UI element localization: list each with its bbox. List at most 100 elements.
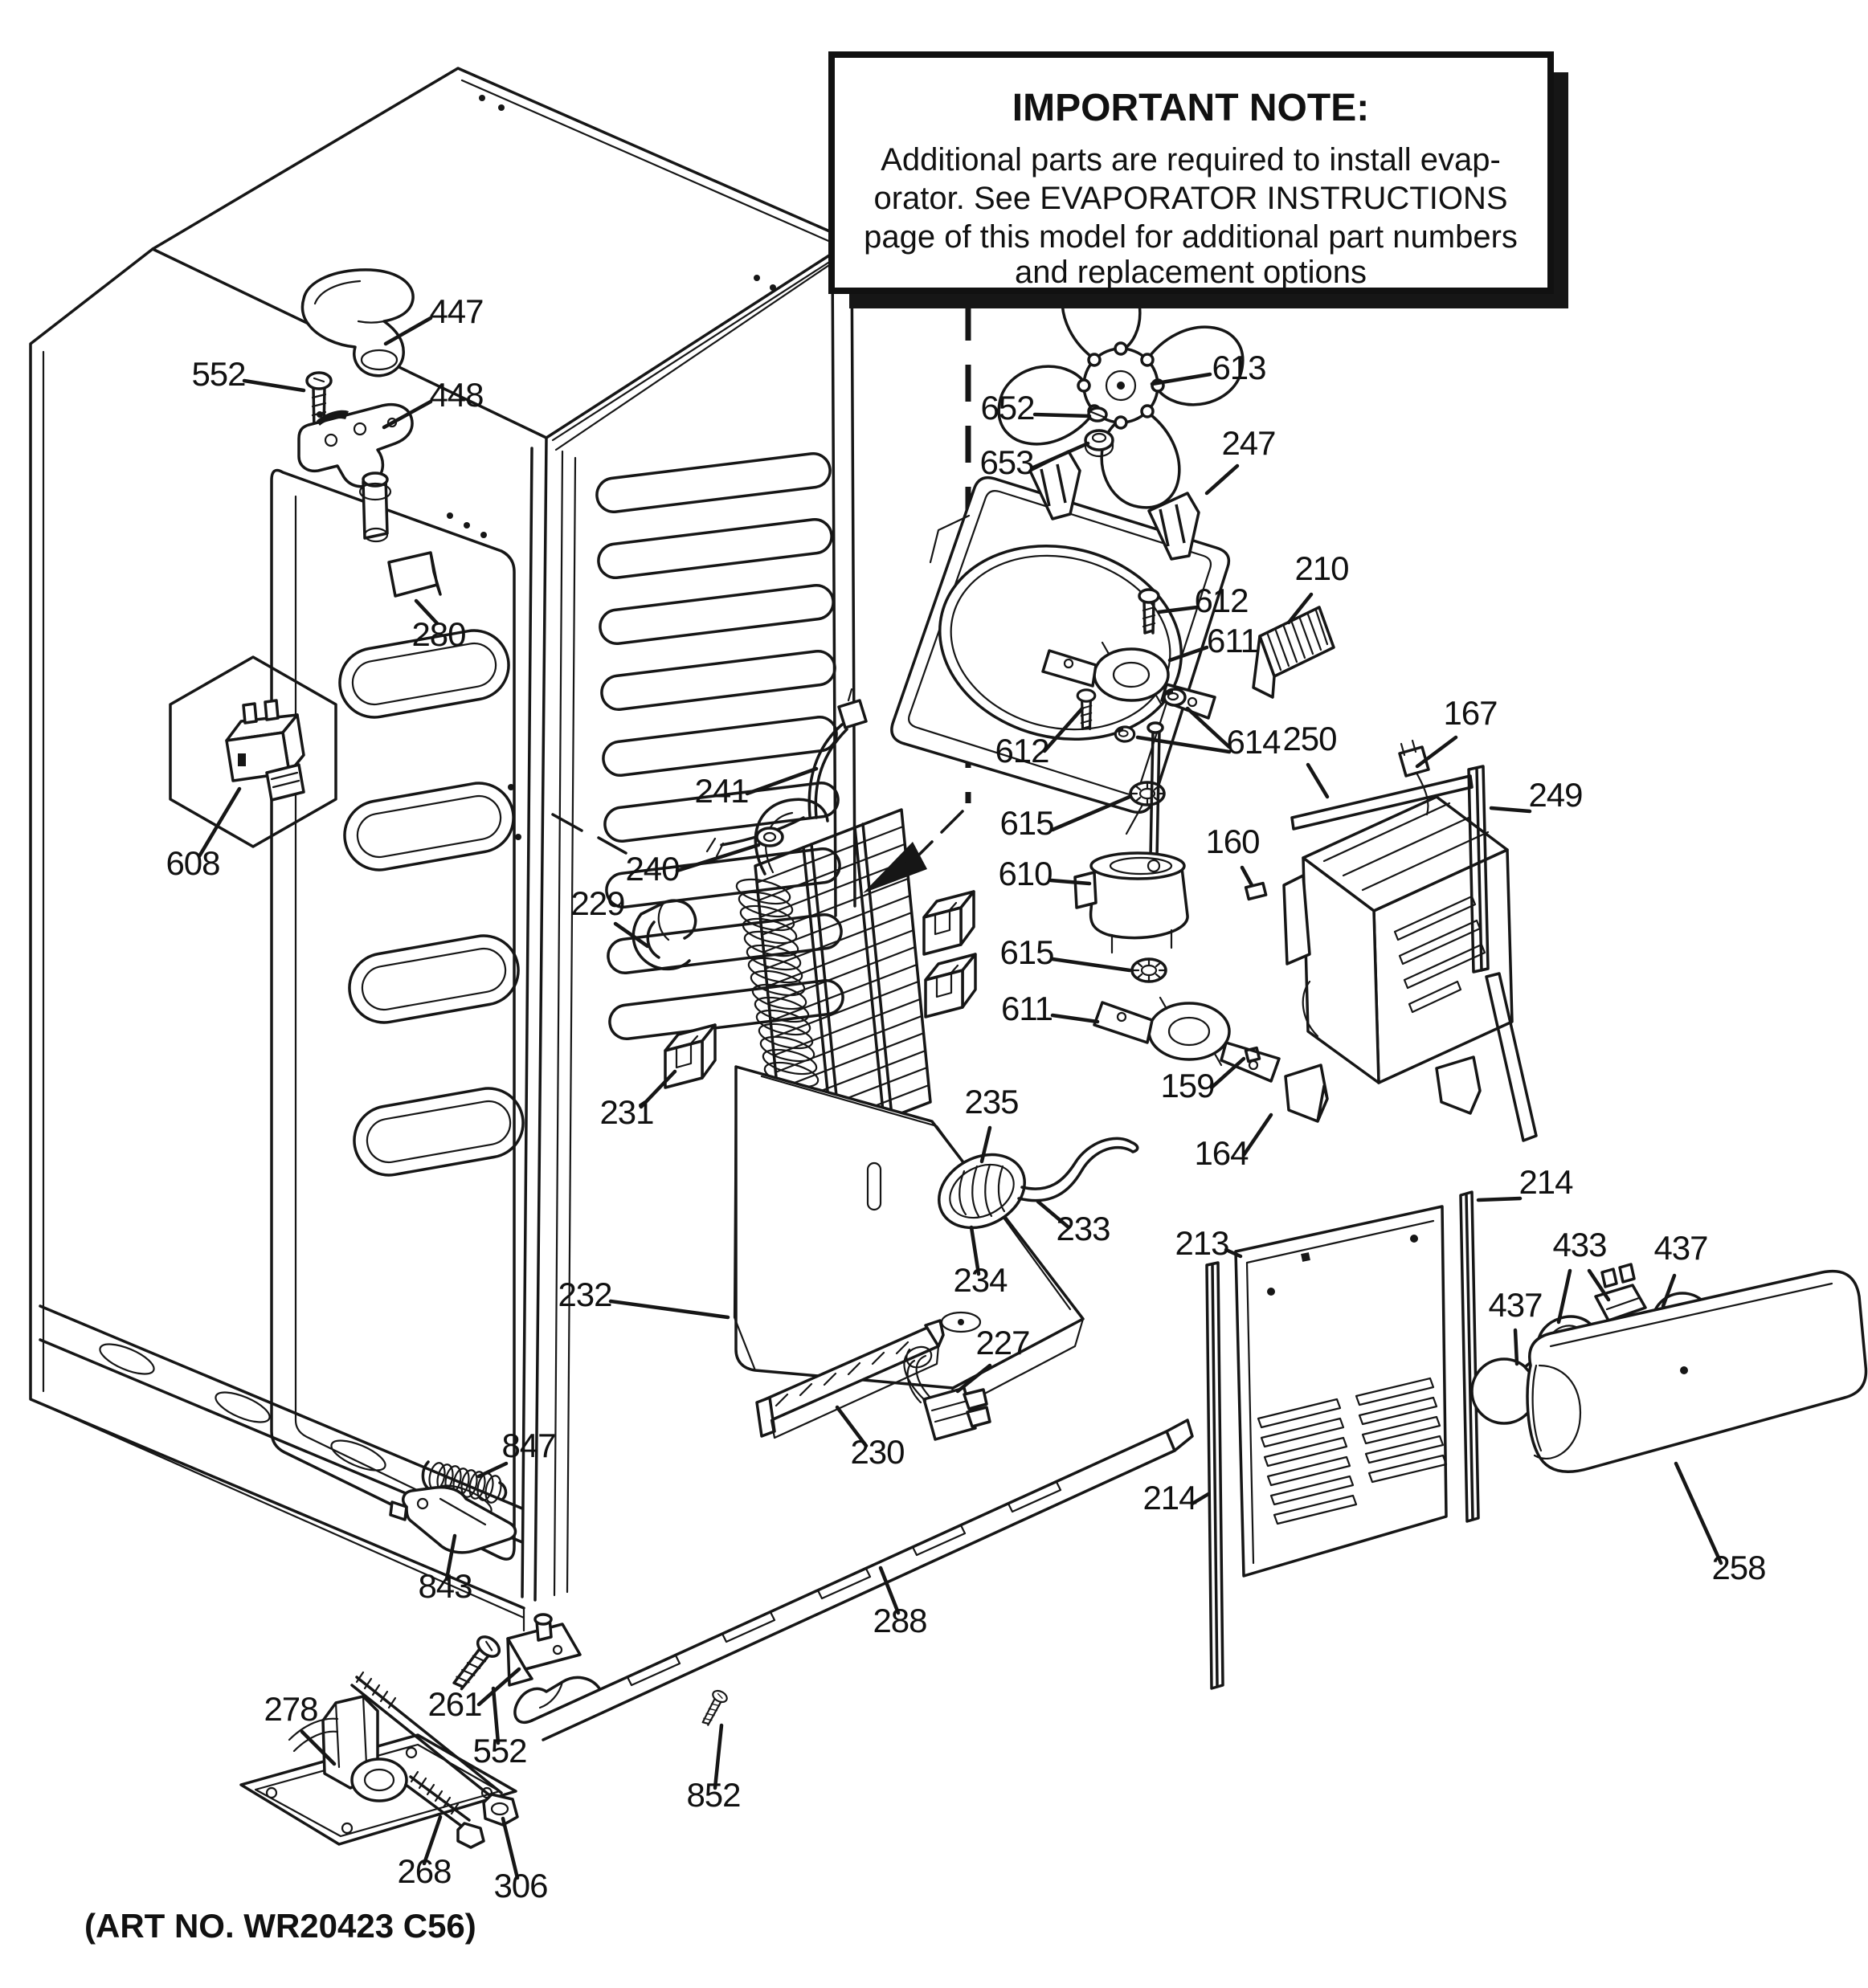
callout-233: 233: [1056, 1210, 1110, 1247]
callout-230: 230: [850, 1433, 904, 1471]
callout-615-upper: 615: [999, 804, 1053, 842]
note-title: IMPORTANT NOTE:: [1012, 87, 1369, 129]
part-608-switch: [225, 699, 305, 802]
part-foam-block-a: [922, 890, 975, 956]
part-652-nut: [1087, 406, 1108, 423]
part-448-hinge-bracket: [297, 402, 414, 543]
note-box: [828, 51, 1554, 294]
callout-232: 232: [558, 1276, 611, 1313]
drain-screen-parts: [938, 1137, 1139, 1230]
callout-552-top: 552: [191, 355, 245, 393]
part-610-fan-motor: [1073, 721, 1189, 954]
callout-608: 608: [166, 844, 219, 882]
callout-448: 448: [429, 376, 483, 414]
part-214-strip-left: [1205, 1261, 1224, 1690]
part-227-harness: [903, 1345, 991, 1441]
callout-241: 241: [694, 772, 748, 810]
callout-652: 652: [980, 389, 1034, 427]
callout-247: 247: [1221, 424, 1275, 462]
callout-437-right: 437: [1653, 1229, 1707, 1267]
part-614-grommet-b: [1114, 725, 1136, 743]
panel-vent-louvers: [1257, 1377, 1448, 1525]
part-240-grommet: [755, 827, 784, 847]
part-160-spacer: [1244, 881, 1268, 901]
part-249-strip: [1467, 765, 1538, 1142]
note-line-3: page of this model for additional part n…: [864, 219, 1518, 255]
callout-611-upper: 611: [1207, 622, 1258, 659]
part-447-hinge-cover: [300, 268, 415, 378]
bottom-hardware: [239, 1460, 730, 1849]
lamp-parts: [1470, 1263, 1868, 1473]
callout-210: 210: [1294, 549, 1348, 587]
callout-268: 268: [397, 1852, 451, 1890]
part-258-lamp-cover: [1526, 1269, 1868, 1473]
important-note: IMPORTANT NOTE: Additional parts are req…: [828, 51, 1568, 308]
callout-167: 167: [1443, 694, 1497, 732]
part-614-grommet-a: [1163, 688, 1187, 707]
callout-164: 164: [1194, 1134, 1249, 1172]
part-653-washer: [1084, 429, 1114, 458]
note-line-4: and replacement options: [1015, 255, 1367, 290]
evaporator-assembly: [632, 688, 1085, 1415]
part-552-bolt-bottom: [447, 1631, 505, 1695]
callout-843: 843: [418, 1567, 472, 1605]
callout-214-bottom: 214: [1142, 1479, 1197, 1517]
icemaker-assembly: [1244, 739, 1538, 1142]
callout-labels: 447 552 448 280 608 241 240 229 231 232 …: [166, 292, 1766, 1904]
callout-261: 261: [427, 1685, 481, 1723]
callout-214-top: 214: [1519, 1163, 1573, 1201]
part-852-screw: [697, 1688, 730, 1729]
callout-615-lower: 615: [999, 933, 1053, 971]
part-214-strip-right: [1459, 1190, 1480, 1523]
art-number: (ART NO. WR20423 C56): [84, 1907, 476, 1945]
part-615-mount-lower: [1130, 957, 1167, 983]
callout-229: 229: [570, 884, 624, 922]
callout-852: 852: [686, 1776, 740, 1814]
part-288-rail: [513, 1419, 1194, 1741]
callout-227: 227: [975, 1324, 1029, 1361]
cabinet-coils: [595, 452, 844, 1040]
callout-433: 433: [1552, 1226, 1606, 1263]
note-line-1: Additional parts are required to install…: [881, 142, 1501, 178]
part-268-306-fasteners: [350, 1671, 519, 1849]
note-line-2: orator. See EVAPORATOR INSTRUCTIONS: [873, 181, 1507, 216]
part-250-strip: [1290, 774, 1474, 831]
part-232-housing: [733, 1065, 1085, 1415]
part-159-spacer: [1244, 1046, 1261, 1063]
part-229-clip: [632, 899, 697, 971]
refrigerator-cabinet: [29, 67, 856, 1632]
callout-160: 160: [1205, 823, 1259, 860]
callout-234: 234: [953, 1261, 1008, 1299]
callout-258: 258: [1711, 1549, 1765, 1586]
callout-278: 278: [264, 1690, 317, 1728]
callout-552-bottom: 552: [472, 1732, 526, 1770]
callout-447: 447: [429, 292, 483, 330]
part-247-fan-shroud: [890, 450, 1231, 835]
drain-trough-230: [755, 1319, 945, 1439]
callout-231: 231: [599, 1093, 653, 1131]
callout-610: 610: [998, 855, 1052, 892]
door-shelf-slots: [338, 629, 525, 1177]
callout-159: 159: [1160, 1067, 1214, 1104]
callout-288: 288: [873, 1602, 926, 1639]
callout-613: 613: [1212, 349, 1265, 386]
rear-panel-assembly: [1205, 1190, 1480, 1690]
callout-847: 847: [501, 1427, 555, 1464]
hinge-parts: [297, 268, 415, 543]
callout-612-left: 612: [995, 732, 1048, 769]
callout-235: 235: [964, 1083, 1018, 1121]
callout-240: 240: [625, 850, 679, 888]
part-843-lever: [389, 1485, 517, 1554]
part-611-bracket-lower: [1093, 996, 1281, 1083]
callout-306: 306: [493, 1867, 547, 1904]
part-167-icemaker: [1282, 739, 1514, 1123]
callout-653: 653: [979, 443, 1033, 481]
callout-213: 213: [1175, 1224, 1228, 1262]
switch-callout-608: [169, 655, 337, 848]
part-foam-block-b: [924, 953, 977, 1018]
callout-280: 280: [411, 615, 465, 653]
motor-parts: [1041, 588, 1281, 1083]
callout-612-right: 612: [1194, 582, 1248, 619]
